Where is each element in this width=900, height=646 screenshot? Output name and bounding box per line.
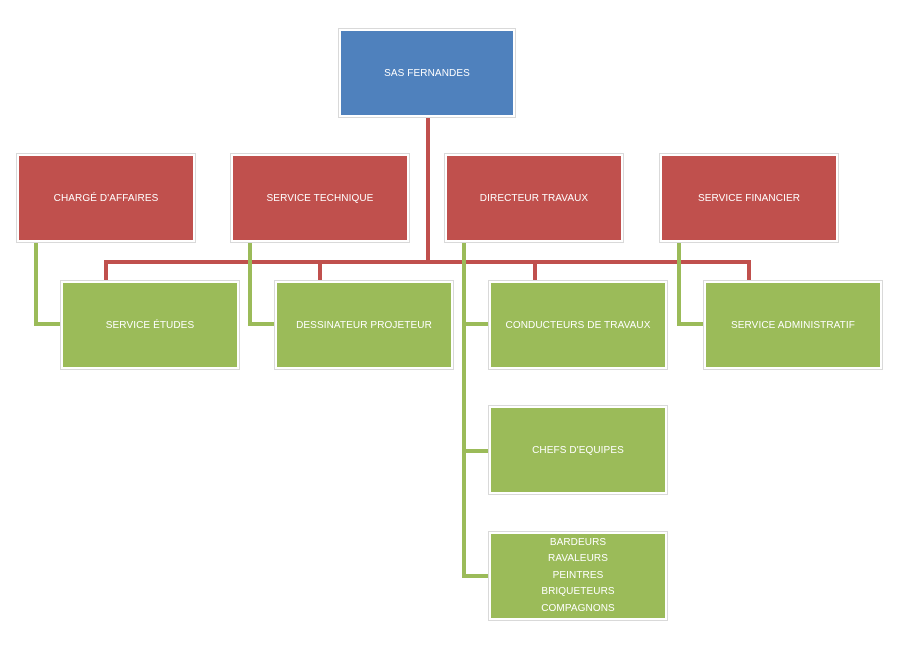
manager-node-directeur-travaux: DIRECTEUR TRAVAUX (445, 154, 623, 242)
team-node-label: DESSINATEUR PROJETEUR (296, 319, 432, 331)
manager-node-label: CHARGÉ D'AFFAIRES (53, 192, 159, 204)
trade-label-compagnons: COMPAGNONS (541, 602, 615, 614)
manager-node-service-technique: SERVICE TECHNIQUE (231, 154, 409, 242)
root-node: SAS FERNANDES (339, 29, 515, 117)
team-node-label: CONDUCTEURS DE TRAVAUX (505, 319, 651, 331)
team-node-label: CHEFS D'EQUIPES (532, 444, 624, 456)
team-node-service-etudes: SERVICE ÉTUDES (61, 281, 239, 369)
team-node-label: SERVICE ÉTUDES (105, 319, 195, 331)
manager-node-label: DIRECTEUR TRAVAUX (479, 192, 589, 204)
manager-node-charge-affaires: CHARGÉ D'AFFAIRES (17, 154, 195, 242)
connector-charge-etudes (34, 241, 64, 326)
root-node-label: SAS FERNANDES (384, 67, 470, 79)
manager-node-service-financier: SERVICE FINANCIER (660, 154, 838, 242)
team-node-dessinateur-projeteur: DESSINATEUR PROJETEUR (275, 281, 453, 369)
team-node-label: SERVICE ADMINISTRATIF (731, 319, 855, 331)
trade-label-bardeurs: BARDEURS (549, 536, 607, 548)
trade-label-ravaleurs: RAVALEURS (548, 553, 608, 565)
manager-node-label: SERVICE TECHNIQUE (266, 192, 374, 204)
connector-finance-admin (677, 241, 707, 326)
team-node-chefs-d-equipes: CHEFS D'EQUIPES (489, 406, 667, 494)
manager-node-label: SERVICE FINANCIER (697, 192, 801, 204)
trade-label-briqueteurs: BRIQUETEURS (541, 586, 615, 598)
connector-technique-dessinateur (248, 241, 278, 326)
team-node-conducteurs-de-travaux: CONDUCTEURS DE TRAVAUX (489, 281, 667, 369)
team-node-service-administratif: SERVICE ADMINISTRATIF (704, 281, 882, 369)
trade-label-peintres: PEINTRES (552, 569, 604, 581)
team-node-trades: BARDEURS RAVALEURS PEINTRES BRIQUETEURS … (489, 532, 667, 620)
